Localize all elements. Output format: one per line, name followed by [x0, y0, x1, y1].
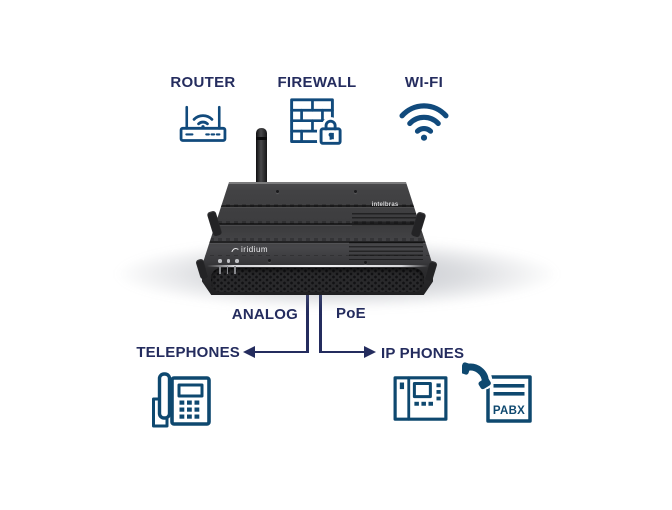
device-vent-lines [349, 242, 423, 262]
screw-dot [276, 190, 279, 193]
wifi-icon [399, 103, 449, 141]
brand-iridium-text: iridium [241, 245, 269, 254]
led-dot [218, 259, 222, 263]
device-vent-lines [352, 213, 420, 226]
analog-label: ANALOG [231, 306, 298, 323]
ip-phone-icon [393, 376, 448, 421]
analog-port-line [306, 287, 309, 353]
poe-port-line [319, 287, 322, 353]
arrowhead-left-icon [243, 346, 255, 358]
front-grille [211, 268, 424, 292]
device-top-grooves [202, 190, 433, 256]
antenna-ring [256, 137, 267, 140]
led-dot [235, 259, 239, 263]
poe-label: PoE [336, 305, 366, 322]
led-tick [219, 266, 221, 274]
device-antenna-icon [256, 128, 267, 190]
analog-telephone-icon [152, 372, 211, 428]
firewall-icon [290, 98, 345, 148]
device-groove-dashes [202, 190, 433, 256]
feature-firewall: FIREWALL [272, 74, 362, 149]
ip-phones-arrow-line [319, 350, 365, 354]
wifi-label: WI-FI [404, 74, 444, 91]
telephones-arrow-line [254, 350, 308, 354]
brand-intelbras: intelbras [371, 202, 399, 208]
led-ticks [219, 266, 236, 274]
ip-phones-label: IP PHONES [381, 345, 465, 362]
led-dot [226, 259, 230, 263]
device-body: intelbras iridium [202, 182, 433, 295]
status-leds [218, 259, 239, 263]
pabx-icon: PABX [462, 360, 532, 423]
screw-dot [354, 190, 357, 193]
router-label: ROUTER [170, 74, 236, 91]
arrowhead-right-icon [364, 346, 376, 358]
brand-iridium: iridium [231, 245, 268, 254]
device-top-highlight [227, 182, 408, 184]
front-trim-line [206, 265, 429, 267]
router-icon [179, 105, 227, 142]
led-tick [234, 266, 236, 274]
led-tick [226, 266, 228, 274]
pabx-label: PABX [493, 405, 525, 417]
telephones-label: TELEPHONES [136, 344, 240, 361]
feature-router: ROUTER [158, 74, 248, 146]
screw-dot [268, 259, 271, 262]
firewall-label: FIREWALL [277, 74, 357, 91]
feature-wifi: WI-FI [379, 74, 469, 142]
iridium-swoosh-icon [231, 247, 239, 252]
pabx-handset-icon [462, 360, 493, 390]
screw-dot [364, 261, 367, 264]
